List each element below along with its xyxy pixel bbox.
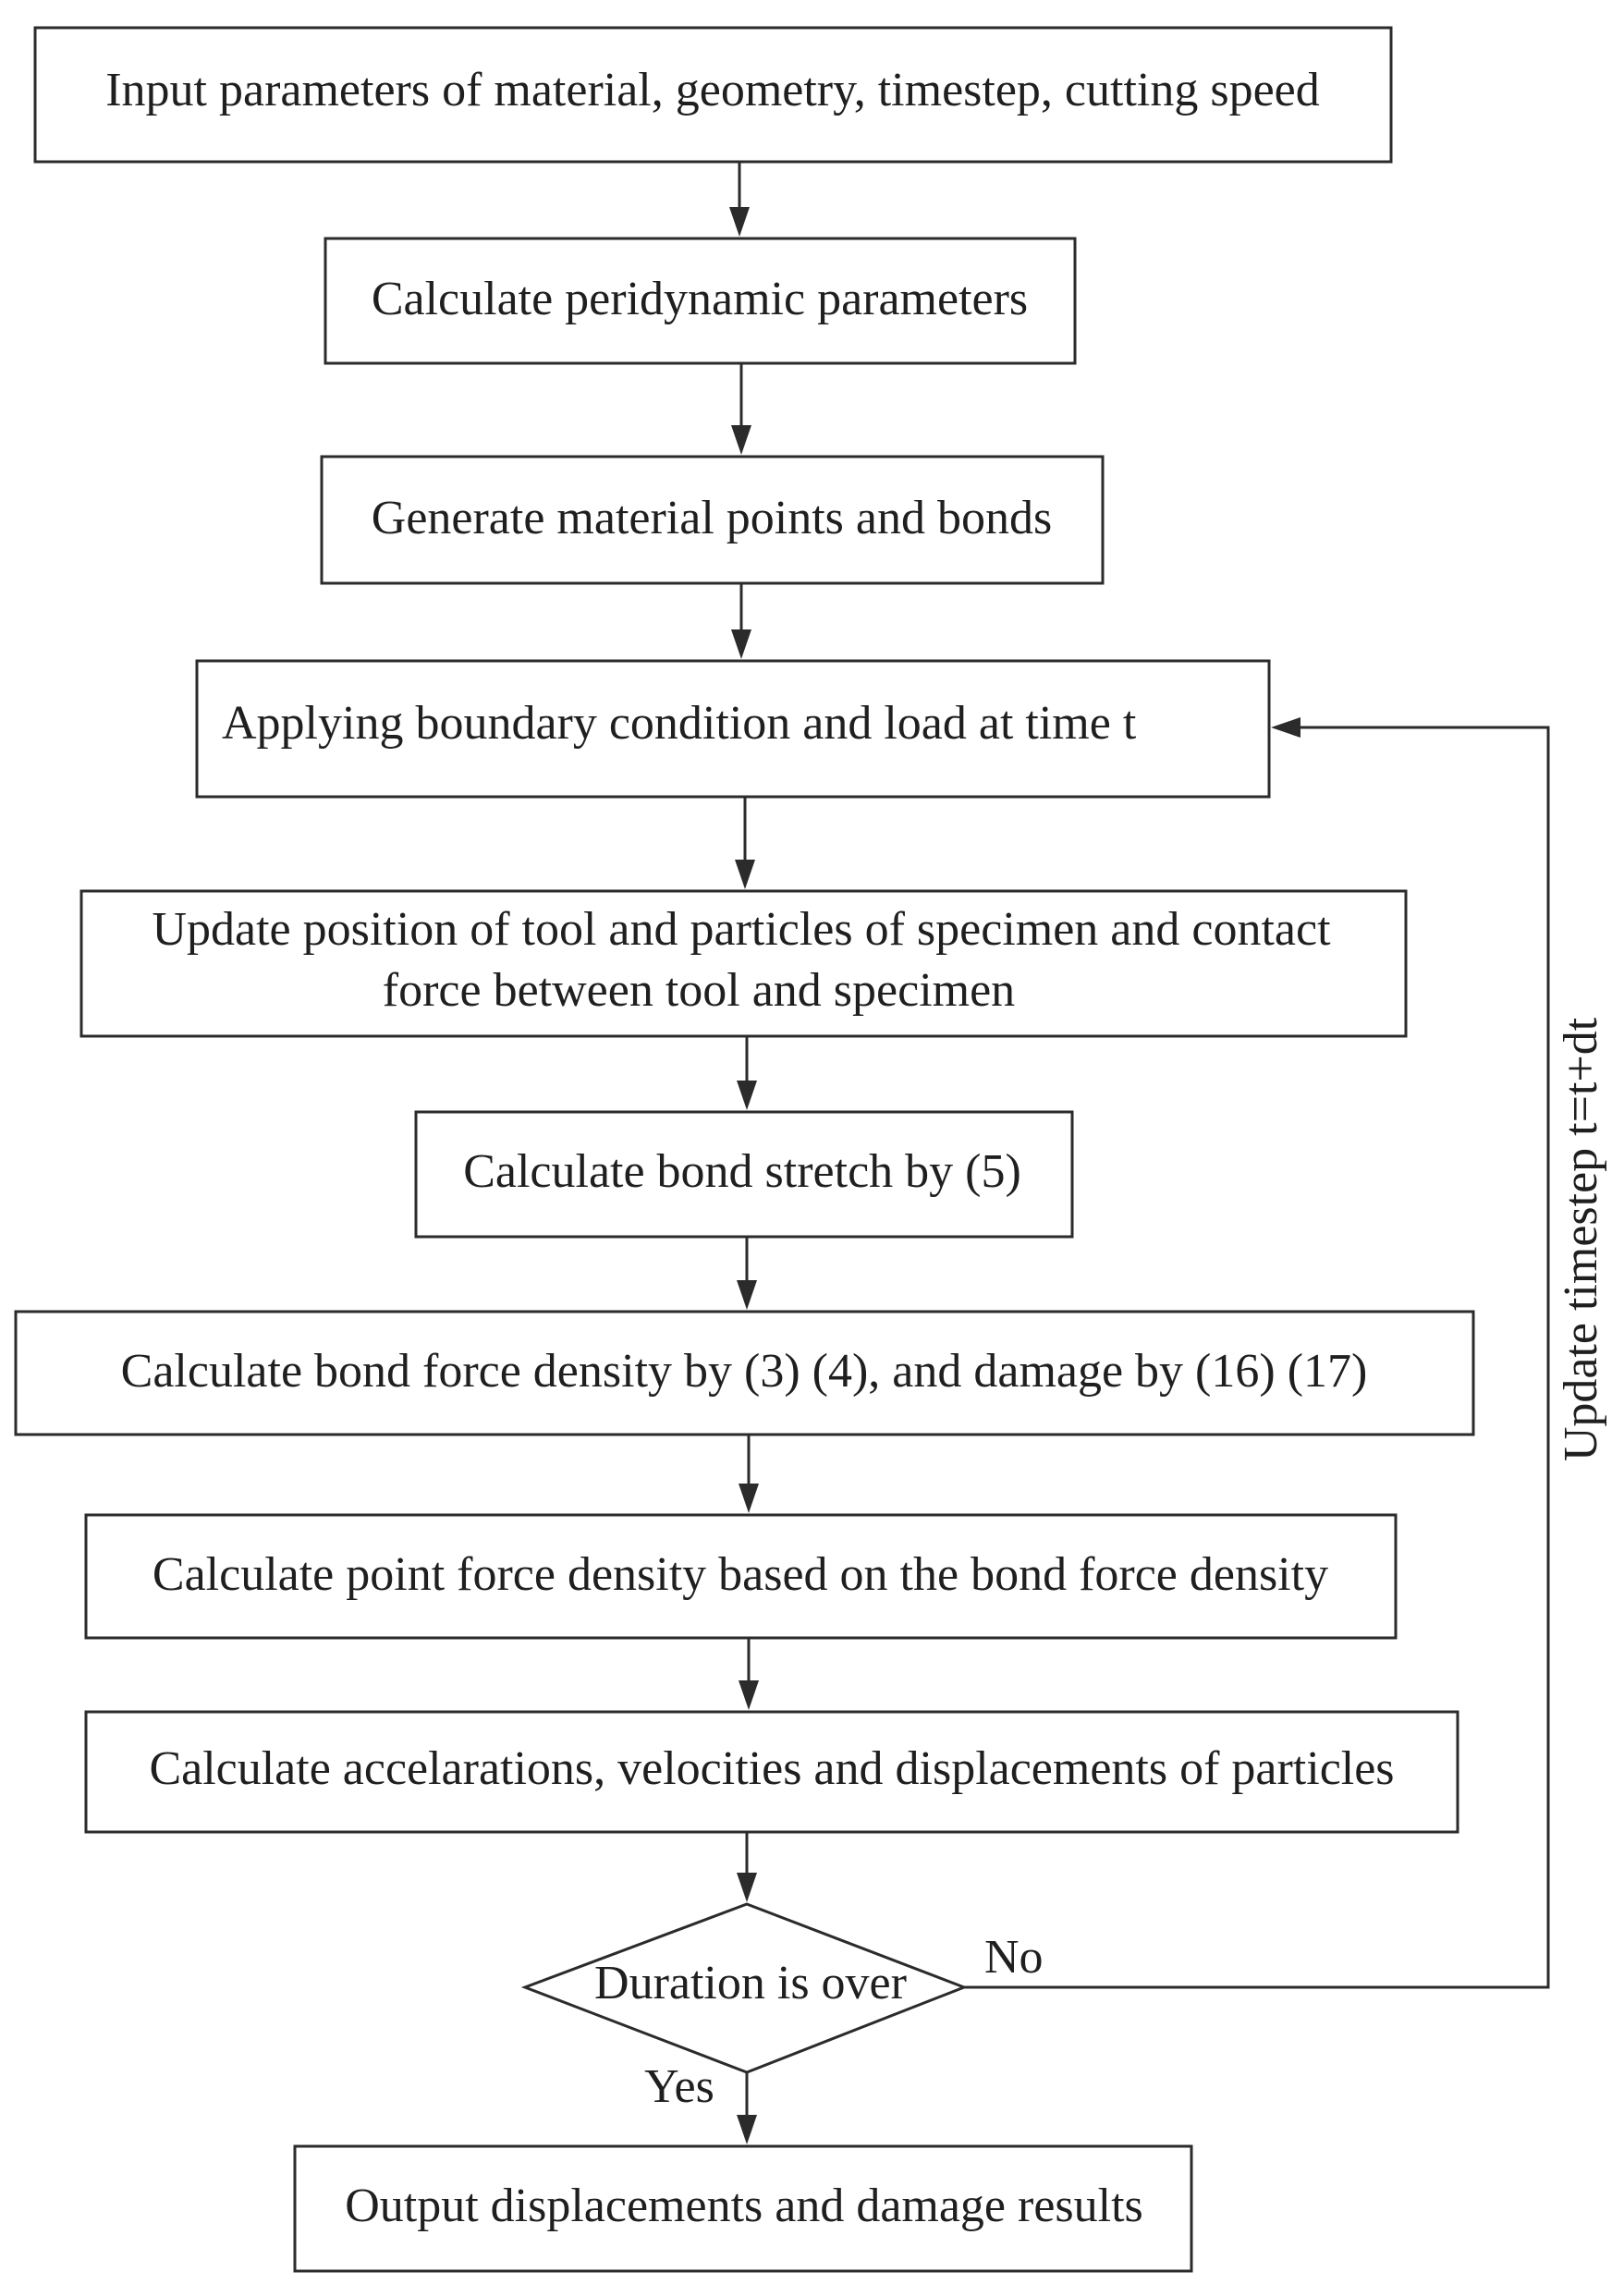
update-position-box <box>79 889 1408 1038</box>
arrowhead-3 <box>731 629 751 659</box>
no-branch-label: No <box>984 1931 1044 1984</box>
boundary-condition-label: Applying boundary condition and load at … <box>222 697 1137 750</box>
output-results-box <box>293 2144 1193 2273</box>
update-timestep-label: Update timestep t=t+dt <box>1555 1017 1607 1461</box>
calc-peridynamic-label: Calculate peridynamic parameters <box>372 273 1028 325</box>
point-force-box <box>84 1513 1398 1640</box>
calc-peridynamic-box <box>324 237 1077 365</box>
bond-force-label: Calculate bond force density by (3) (4),… <box>121 1345 1368 1398</box>
arrowhead-7 <box>739 1484 759 1513</box>
loop-back-line <box>964 726 1550 1989</box>
generate-points-label: Generate material points and bonds <box>372 492 1052 544</box>
bond-stretch-box <box>414 1110 1074 1239</box>
arrowhead-5 <box>737 1081 757 1110</box>
bond-stretch-label: Calculate bond stretch by (5) <box>463 1145 1021 1198</box>
arrowhead-2 <box>731 425 751 455</box>
duration-decision-label: Duration is over <box>594 1957 907 2009</box>
update-position-label-line2: force between tool and specimen <box>383 964 1015 1017</box>
input-params-label: Input parameters of material, geometry, … <box>105 64 1320 116</box>
point-force-label: Calculate point force density based on t… <box>153 1548 1328 1601</box>
arrowhead-1 <box>729 207 750 237</box>
accelerations-box <box>84 1710 1459 1834</box>
yes-branch-label: Yes <box>644 2060 714 2113</box>
generate-points-box <box>320 455 1105 585</box>
update-position-label-line1: Update position of tool and particles of… <box>152 903 1331 956</box>
arrowhead-6 <box>737 1280 757 1310</box>
arrowhead-8 <box>739 1680 759 1710</box>
bond-force-box <box>14 1310 1475 1436</box>
loop-back-arrowhead <box>1271 717 1300 738</box>
output-results-label: Output displacements and damage results <box>345 2180 1143 2232</box>
arrowhead-4 <box>735 860 755 889</box>
boundary-condition-box <box>195 659 1271 799</box>
accelerations-label: Calculate accelarations, velocities and … <box>149 1742 1394 1795</box>
arrowhead-9 <box>737 1873 757 1902</box>
arrowhead-yes <box>737 2115 757 2144</box>
input-params-box <box>33 26 1393 164</box>
